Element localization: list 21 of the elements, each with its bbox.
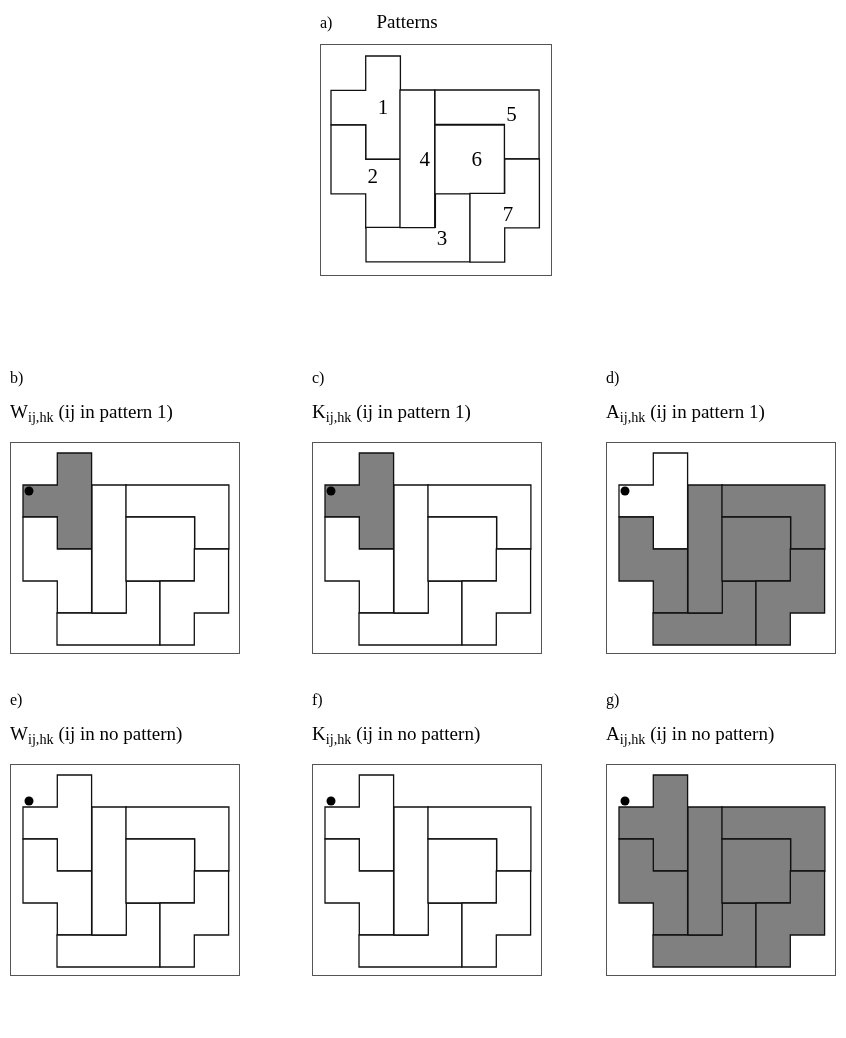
tile-number: 7 xyxy=(502,203,514,225)
panel-letter: g) xyxy=(606,690,620,710)
panel-letter: f) xyxy=(312,690,323,710)
panel-title: W$_{ij,hk}$ (ij in no pattern) xyxy=(10,722,183,746)
tile-number: 1 xyxy=(377,96,389,118)
panel-letter: a) xyxy=(320,13,333,33)
panel-letter: b) xyxy=(10,368,24,388)
panel-title: K$_{ij,hk}$ (ij in no pattern) xyxy=(312,722,481,746)
panel-title: K$_{ij,hk}$ (ij in pattern 1) xyxy=(312,400,471,424)
panel-title: A$_{ij,hk}$ (ij in no pattern) xyxy=(606,722,775,746)
tile-number: 6 xyxy=(471,148,482,170)
tile-number: 4 xyxy=(419,148,430,170)
panel-letter: e) xyxy=(10,690,23,710)
tile-number: 3 xyxy=(436,227,448,249)
panel-title: Patterns xyxy=(376,10,438,34)
panel-letter: d) xyxy=(606,368,620,388)
panel-title: A$_{ij,hk}$ (ij in pattern 1) xyxy=(606,400,765,424)
tile-number: 5 xyxy=(506,103,517,125)
panel-title: W$_{ij,hk}$ (ij in pattern 1) xyxy=(10,400,173,424)
panel-letter: c) xyxy=(312,368,325,388)
tile-number: 2 xyxy=(367,165,378,187)
